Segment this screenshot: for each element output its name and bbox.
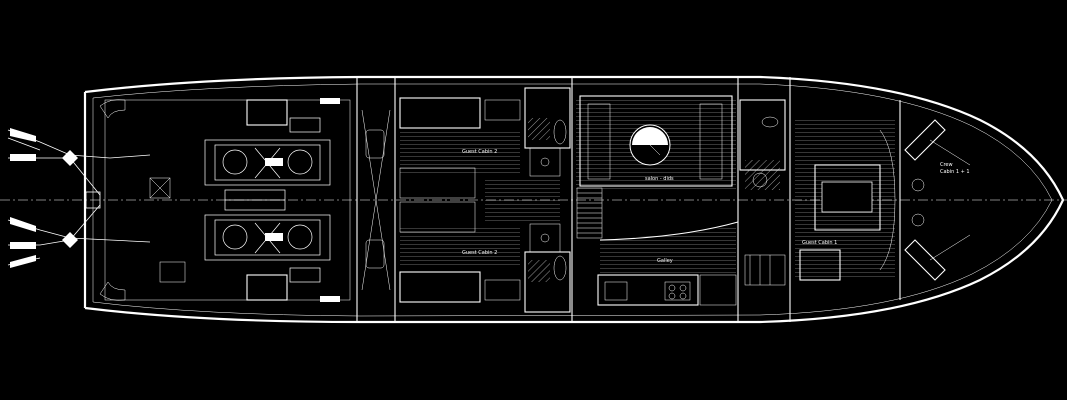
label-guest-cabin-1: Guest Cabin 1 <box>802 240 837 246</box>
hull-inner <box>92 83 1053 317</box>
crew-cabin-area <box>904 119 971 281</box>
label-guest-cabin-2-lower: Guest Cabin 2 <box>462 250 497 256</box>
label-galley: Galley <box>657 258 673 264</box>
stairway <box>576 187 603 239</box>
bulkhead-passage <box>361 109 391 291</box>
guest-cabin-1-area <box>795 120 896 281</box>
label-salon: salon - dids <box>645 176 674 182</box>
engine-room <box>99 98 351 302</box>
guest-cabin-2-area <box>399 87 571 313</box>
galley-area <box>597 221 739 306</box>
label-guest-cabin-2-upper: Guest Cabin 2 <box>462 149 497 155</box>
room-labels: Guest Cabin 2 Guest Cabin 2 salon - dids… <box>462 149 970 264</box>
bulkheads <box>356 77 901 322</box>
propeller-shafts <box>7 128 151 268</box>
salon-area <box>576 95 736 190</box>
hull-outline <box>83 75 1065 324</box>
head-forward <box>739 99 786 286</box>
